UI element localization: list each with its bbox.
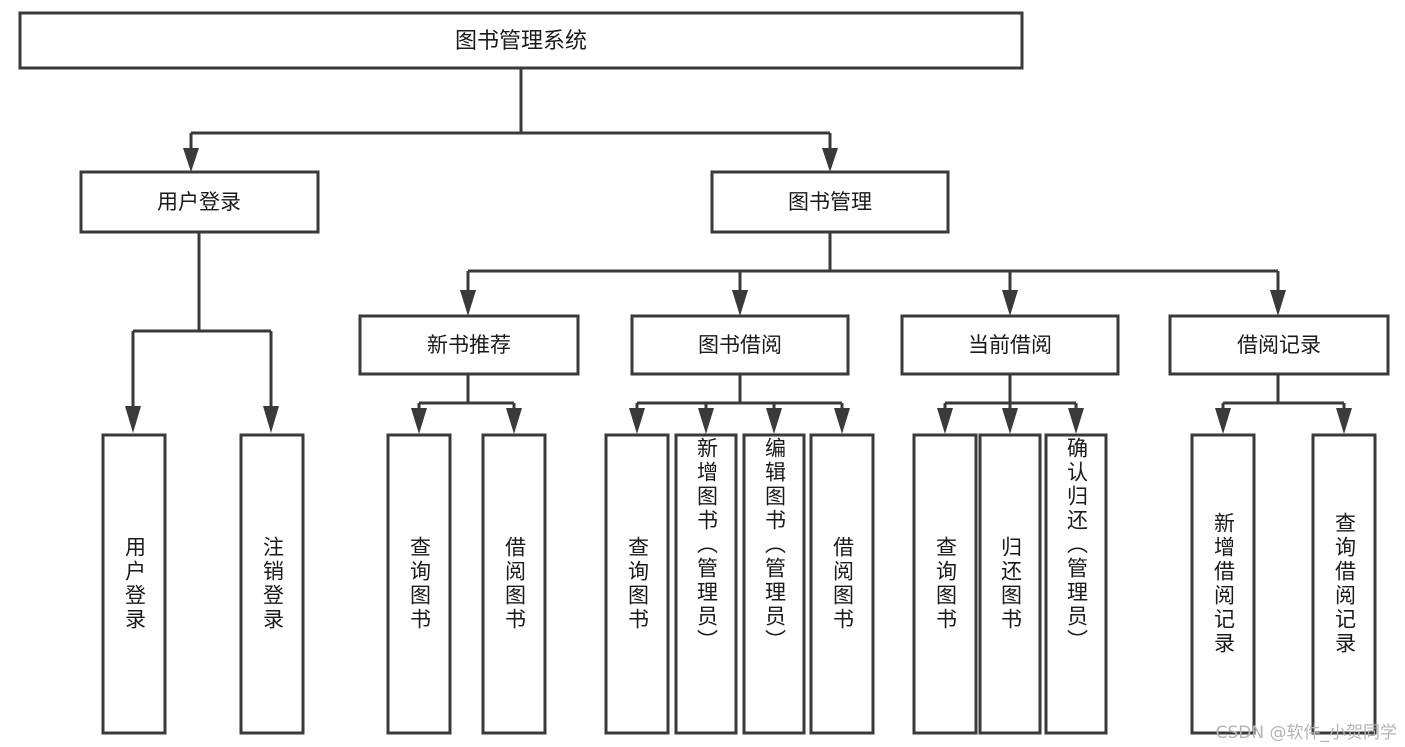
arrow-leaf-logout: [263, 406, 279, 433]
node-root-box[interactable]: [18, 11, 1024, 70]
node-new-book-recommend-label: 新书推荐: [427, 333, 511, 357]
leaf-box-query-book-1[interactable]: [386, 433, 452, 735]
connector-group: [125, 68, 1352, 434]
leaf-box-add-book-admin[interactable]: [674, 433, 738, 735]
node-book-manage-label: 图书管理: [788, 190, 872, 214]
node-new-book-recommend-box[interactable]: [358, 314, 580, 376]
leaf-box-edit-book-admin[interactable]: [742, 433, 806, 735]
leaf-box-query-borrow-record[interactable]: [1311, 433, 1377, 735]
arrow-currentborrow-leaf-1: [937, 408, 953, 434]
csdn-watermark: CSDN @软件_小贺同学: [1215, 723, 1397, 743]
node-new-book-recommend[interactable]: 新书推荐: [358, 314, 580, 376]
node-borrow-record-label: 借阅记录: [1237, 333, 1321, 357]
arrow-borrowrecord-leaf-1: [1215, 408, 1231, 434]
arrow-to-current-borrow: [1002, 290, 1018, 316]
leaf-box-query-book-2[interactable]: [604, 433, 670, 735]
arrow-leaf-user-login: [125, 406, 141, 433]
arrow-to-new-book-recommend: [460, 290, 476, 316]
node-user-login-box[interactable]: [79, 170, 320, 234]
leaf-box-confirm-return-admin[interactable]: [1044, 433, 1108, 735]
node-current-borrow-label: 当前借阅: [968, 333, 1052, 357]
leaf-box-return-book[interactable]: [978, 433, 1042, 735]
leaf-box-logout[interactable]: [239, 433, 305, 735]
node-root[interactable]: 图书管理系统: [18, 11, 1024, 70]
node-book-borrow[interactable]: 图书借阅: [630, 314, 850, 376]
node-book-manage[interactable]: 图书管理: [710, 170, 950, 234]
arrow-bookborrow-leaf-3: [766, 408, 782, 434]
arrow-currentborrow-leaf-2: [1002, 408, 1018, 434]
arrow-borrowrecord-leaf-2: [1336, 408, 1352, 434]
arrow-bookborrow-leaf-1: [629, 408, 645, 434]
leaf-box-add-borrow-record[interactable]: [1190, 433, 1256, 735]
node-borrow-record-box[interactable]: [1168, 314, 1390, 376]
arrow-newbook-leaf-1: [411, 408, 427, 434]
leaf-box-borrow-book-2[interactable]: [809, 433, 875, 735]
arrow-bookborrow-leaf-4: [834, 408, 850, 434]
arrow-to-book-manage: [822, 148, 838, 172]
leaf-box-query-book-3[interactable]: [912, 433, 978, 735]
leaf-box-user-login[interactable]: [101, 433, 167, 735]
arrow-to-user-login: [183, 148, 199, 172]
arrow-currentborrow-leaf-3: [1068, 408, 1084, 434]
arrow-bookborrow-leaf-2: [698, 408, 714, 434]
arrow-to-borrow-record: [1270, 290, 1286, 316]
node-book-borrow-box[interactable]: [630, 314, 850, 376]
node-user-login-label: 用户登录: [157, 190, 241, 214]
node-book-borrow-label: 图书借阅: [698, 333, 782, 357]
node-current-borrow-box[interactable]: [900, 314, 1120, 376]
node-borrow-record[interactable]: 借阅记录: [1168, 314, 1390, 376]
leaf-box-group: [101, 433, 1377, 735]
node-user-login[interactable]: 用户登录: [79, 170, 320, 234]
leaf-box-borrow-book-1[interactable]: [481, 433, 547, 735]
arrow-to-book-borrow: [732, 290, 748, 316]
arrow-newbook-leaf-2: [506, 408, 522, 434]
node-book-manage-box[interactable]: [710, 170, 950, 234]
node-current-borrow[interactable]: 当前借阅: [900, 314, 1120, 376]
node-root-label: 图书管理系统: [455, 29, 587, 54]
